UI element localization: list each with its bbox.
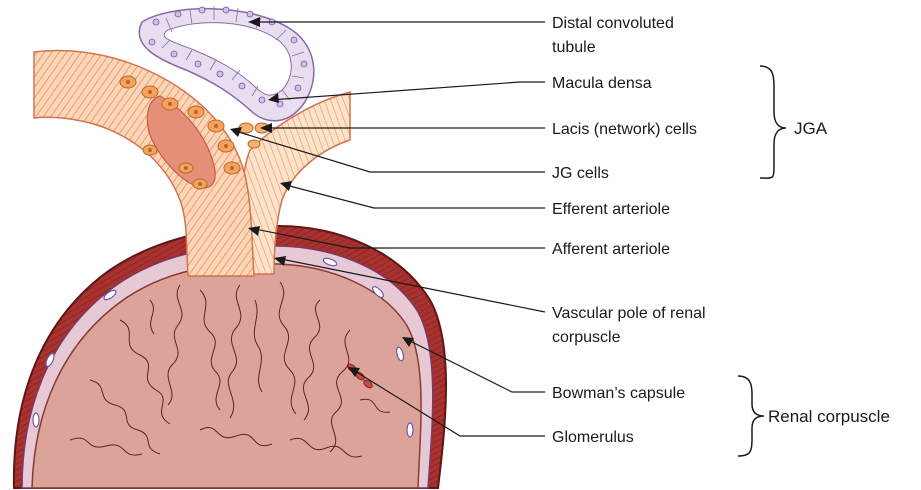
label-group-jga: JGA xyxy=(794,119,828,138)
labels: Distal convoluted tubule Macula densa La… xyxy=(552,15,890,446)
label-vascular-pole-line1: Vascular pole of renal xyxy=(552,305,706,322)
label-vascular-pole-line2: corpuscle xyxy=(552,329,621,346)
label-jg-cells: JG cells xyxy=(552,165,609,182)
renal-corpuscle-brace xyxy=(738,376,764,456)
label-lacis-cells: Lacis (network) cells xyxy=(552,121,697,138)
label-afferent-arteriole: Afferent arteriole xyxy=(552,241,670,258)
label-distal-tubule-line2: tubule xyxy=(552,39,596,56)
label-group-renal-corpuscle: Renal corpuscle xyxy=(768,407,890,426)
leader-efferent-arteriole xyxy=(282,184,545,208)
jga-brace xyxy=(760,66,786,178)
label-bowmans-capsule: Bowman’s capsule xyxy=(552,385,685,402)
label-glomerulus: Glomerulus xyxy=(552,429,634,446)
label-distal-tubule-line1: Distal convoluted xyxy=(552,15,674,32)
label-macula-densa: Macula densa xyxy=(552,75,652,92)
label-efferent-arteriole: Efferent arteriole xyxy=(552,201,670,218)
